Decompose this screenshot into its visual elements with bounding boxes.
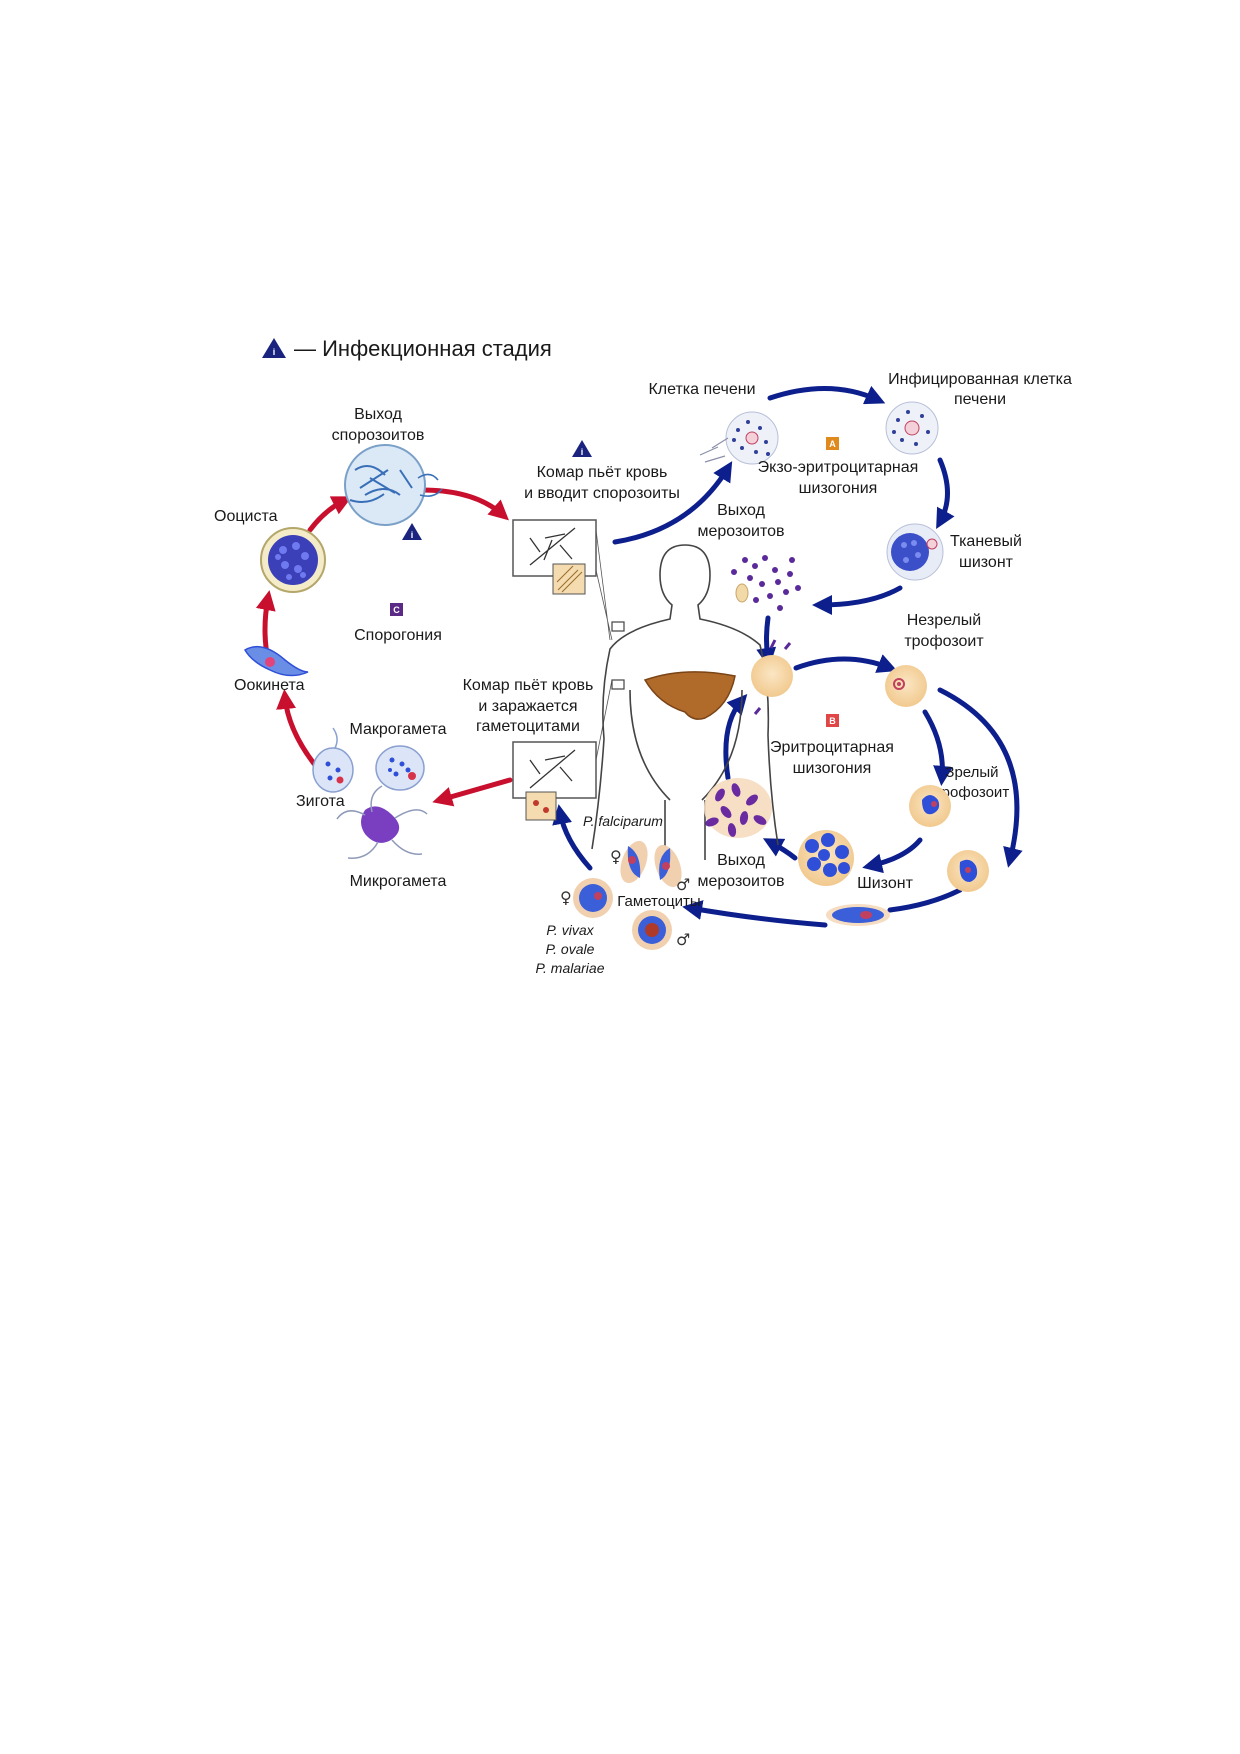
- badge-a: A: [826, 437, 839, 450]
- arrow-rbc-to-immature: [793, 654, 898, 673]
- tissue-schizont-cell: [886, 523, 944, 581]
- infection-stage-triangle-icon: i: [262, 338, 286, 358]
- badge-c: C: [390, 603, 403, 616]
- svg-text:B: B: [829, 716, 836, 726]
- label-immature-trophozoite-1: Незрелый: [907, 612, 981, 629]
- arrow-oocyst-to-sporozoites: [307, 496, 353, 533]
- infected-liver-cell: [885, 401, 939, 455]
- arrow-infected-to-tissue-schizont: [936, 457, 955, 529]
- arrow-zygote-to-ookinete: [276, 689, 318, 768]
- label-erythrocytic-1: Эритроцитарная: [770, 739, 894, 756]
- label-sporogony: Спорогония: [354, 627, 442, 644]
- mosquito-bite-panel-infection: [512, 679, 613, 821]
- arrow-merozoites-to-rbc: [756, 615, 777, 668]
- label-bite-infected-1: Комар пьёт кровь: [463, 677, 594, 694]
- label-tissue-schizont-2: шизонт: [959, 554, 1014, 571]
- svg-text:A: A: [829, 439, 836, 449]
- svg-text:C: C: [393, 605, 400, 615]
- infective-stage-marker-bite: i: [572, 440, 592, 457]
- arrow-sporozoites-to-mosquito: [419, 487, 509, 521]
- label-bite-infected-3: гаметоцитами: [476, 718, 580, 735]
- infective-badge-letter: i: [273, 347, 276, 357]
- arrow-to-gametocytes: [682, 900, 828, 928]
- arrow-gametocyte-branch-to-cell: [887, 887, 963, 913]
- arrow-bite-to-liver: [612, 461, 733, 545]
- arrow-mature-to-schizont: [862, 837, 923, 874]
- sporozoite-release-cell: [344, 444, 443, 526]
- arrow-tissue-schizont-to-merozoites: [812, 585, 903, 615]
- liver-cell: [699, 411, 779, 465]
- label-sporozoite-release-1: Выход: [354, 406, 403, 423]
- arrow-immature-to-mature: [922, 709, 954, 786]
- label-bite-injects-1: Комар пьёт кровь: [537, 464, 668, 481]
- erythrocyte-uninfected: [751, 639, 793, 715]
- male-symbol-falciparum: ♂: [676, 875, 690, 894]
- immature-trophozoite-cell: [885, 665, 927, 707]
- label-p-falciparum: P. falciparum: [583, 813, 663, 829]
- label-macrogamete: Макрогамета: [350, 721, 447, 738]
- merozoite-release-blood-cell: [704, 778, 772, 838]
- label-bite-injects-2: и вводит спорозоиты: [524, 485, 680, 502]
- mosquito-bite-panel-injection: [512, 519, 613, 641]
- skin-markers: [611, 621, 625, 690]
- female-symbol-vivax: ♀: [560, 888, 572, 907]
- male-symbol-vivax: ♂: [676, 930, 690, 949]
- gametocyte-precursor-cell: [826, 904, 890, 926]
- label-schizont: Шизонт: [857, 875, 913, 892]
- label-exo-erythrocytic-1: Экзо-эритроцитарная: [758, 459, 919, 476]
- label-exo-erythrocytic-2: шизогония: [799, 480, 878, 497]
- label-bite-infected-2: и заражается: [478, 698, 577, 715]
- label-erythrocytic-2: шизогония: [793, 760, 872, 777]
- human-cycle-arrows: [552, 385, 1023, 928]
- label-mature-trophozoite-1: Зрелый: [945, 764, 998, 781]
- infective-stage-marker-sporozoites: i: [402, 523, 422, 540]
- liver-organ: [643, 671, 736, 720]
- falciparum-gametocyte-male: [654, 844, 682, 888]
- arrow-gametocytes-to-mosquito: [552, 804, 593, 871]
- vivax-gametocyte-female: [573, 878, 613, 918]
- label-merozoite-release-blood-2: мерозоитов: [697, 873, 784, 890]
- legend: i — Инфекционная стадия: [262, 336, 552, 361]
- macrogamete-cell: [375, 745, 425, 791]
- label-merozoite-release-blood-1: Выход: [717, 852, 766, 869]
- label-merozoite-release-liver-1: Выход: [717, 502, 766, 519]
- label-zygote: Зигота: [296, 793, 345, 810]
- label-species-ovale: P. ovale: [546, 941, 595, 957]
- mature-trophozoite-cell: [909, 785, 951, 827]
- late-trophozoite-cell: [947, 850, 989, 892]
- label-infected-liver-cell-2: печени: [954, 391, 1006, 408]
- arrow-schizont-to-merozoites: [762, 838, 798, 861]
- ookinete-cell: [243, 645, 309, 677]
- arrow-mosquito-to-gametes: [432, 777, 513, 807]
- blood-schizont-cell: [798, 830, 854, 886]
- label-tissue-schizont-1: Тканевый: [950, 533, 1022, 550]
- arrow-liver-to-infected: [767, 385, 886, 405]
- label-species-malariae: P. malariae: [535, 960, 604, 976]
- legend-text: — Инфекционная стадия: [294, 336, 552, 361]
- arrow-immature-to-gametocyte-branch: [937, 687, 1023, 868]
- label-liver-cell: Клетка печени: [648, 381, 755, 398]
- oocyst-cell: [260, 527, 326, 593]
- label-oocyst: Ооциста: [214, 508, 278, 525]
- label-species-vivax: P. vivax: [546, 922, 594, 938]
- arrow-merozoites-back-to-rbc: [723, 693, 748, 781]
- label-mature-trophozoite-2: трофозоит: [935, 784, 1010, 801]
- badge-b: B: [826, 714, 839, 727]
- svg-text:i: i: [581, 447, 584, 457]
- label-merozoite-release-liver-2: мерозоитов: [697, 523, 784, 540]
- label-ookinete: Оокинета: [234, 677, 305, 694]
- label-infected-liver-cell-1: Инфицированная клетка: [888, 371, 1072, 388]
- zygote-cell: [312, 727, 354, 793]
- vivax-gametocyte-male: [632, 910, 672, 950]
- label-gametocytes: Гаметоциты: [617, 893, 700, 910]
- svg-text:i: i: [411, 530, 414, 540]
- label-sporozoite-release-2: спорозоитов: [332, 427, 425, 444]
- released-merozoites-liver: [731, 555, 801, 611]
- label-microgamete: Микрогамета: [350, 873, 447, 890]
- female-symbol-falciparum: ♀: [610, 847, 622, 866]
- label-immature-trophozoite-2: трофозоит: [904, 633, 984, 650]
- falciparum-gametocyte-female: [620, 840, 648, 884]
- microgamete-cell: [336, 785, 428, 859]
